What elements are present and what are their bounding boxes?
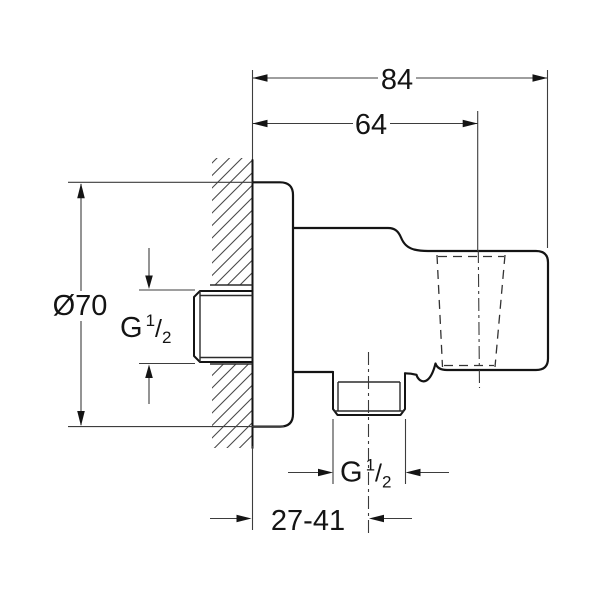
wall-section	[210, 70, 254, 530]
hidden-holder-cone	[436, 254, 506, 368]
inlet-thread-letter: G	[120, 312, 143, 344]
dim-70-arrow-top	[77, 183, 85, 199]
cone-hidden-right	[494, 254, 506, 368]
dim-64-arrow-right	[462, 119, 478, 128]
dimension-offset-27-41: 27-41	[210, 505, 412, 537]
dim-64-label: 64	[355, 109, 387, 141]
outlet-thread-denominator: 2	[382, 473, 391, 492]
offset-range-label: 27-41	[271, 505, 345, 537]
holder-centerline	[477, 249, 481, 389]
inlet-pipe	[193, 290, 254, 363]
body-and-holder	[291, 226, 550, 383]
inlet-dim-arrow-down	[145, 275, 153, 289]
flange-diameter-label: Ø70	[53, 290, 108, 322]
escutcheon-flange	[251, 181, 295, 428]
dimension-diameter-70: Ø70	[53, 181, 284, 428]
dimension-64: 64	[252, 109, 479, 251]
inlet-thread-slash: /	[155, 315, 162, 343]
wall-hatch-lower	[212, 364, 253, 448]
dim-84-arrow-right	[532, 74, 548, 82]
outlet-dim-arrow-left	[318, 468, 333, 477]
dim-64-arrow-left	[252, 119, 268, 128]
outlet-dim-arrow-right	[405, 468, 421, 477]
inlet-dim-arrow-up	[145, 364, 153, 378]
flange-outline	[251, 181, 295, 428]
cone-hidden-left	[436, 254, 444, 368]
inlet-thread-denominator: 2	[162, 328, 171, 347]
outlet-thread-numerator: 1	[366, 456, 375, 475]
body-holder-outline	[291, 226, 550, 383]
dim-70-arrow-bottom	[77, 411, 85, 426]
inlet-pipe-outline	[193, 290, 254, 363]
dimension-84: 84	[252, 64, 549, 248]
dim-84-arrow-left	[252, 74, 268, 82]
outlet-thread-slash: /	[375, 460, 382, 488]
outlet-thread-letter: G	[340, 457, 363, 489]
offset-dim-arrow-left	[236, 514, 252, 523]
wall-hatch-upper	[212, 158, 253, 285]
dim-84-label: 84	[381, 64, 413, 96]
inlet-thread-numerator: 1	[146, 311, 155, 330]
offset-dim-arrow-right	[369, 514, 384, 523]
centerlines	[367, 249, 481, 533]
outlet-pipe-outline	[332, 371, 406, 416]
